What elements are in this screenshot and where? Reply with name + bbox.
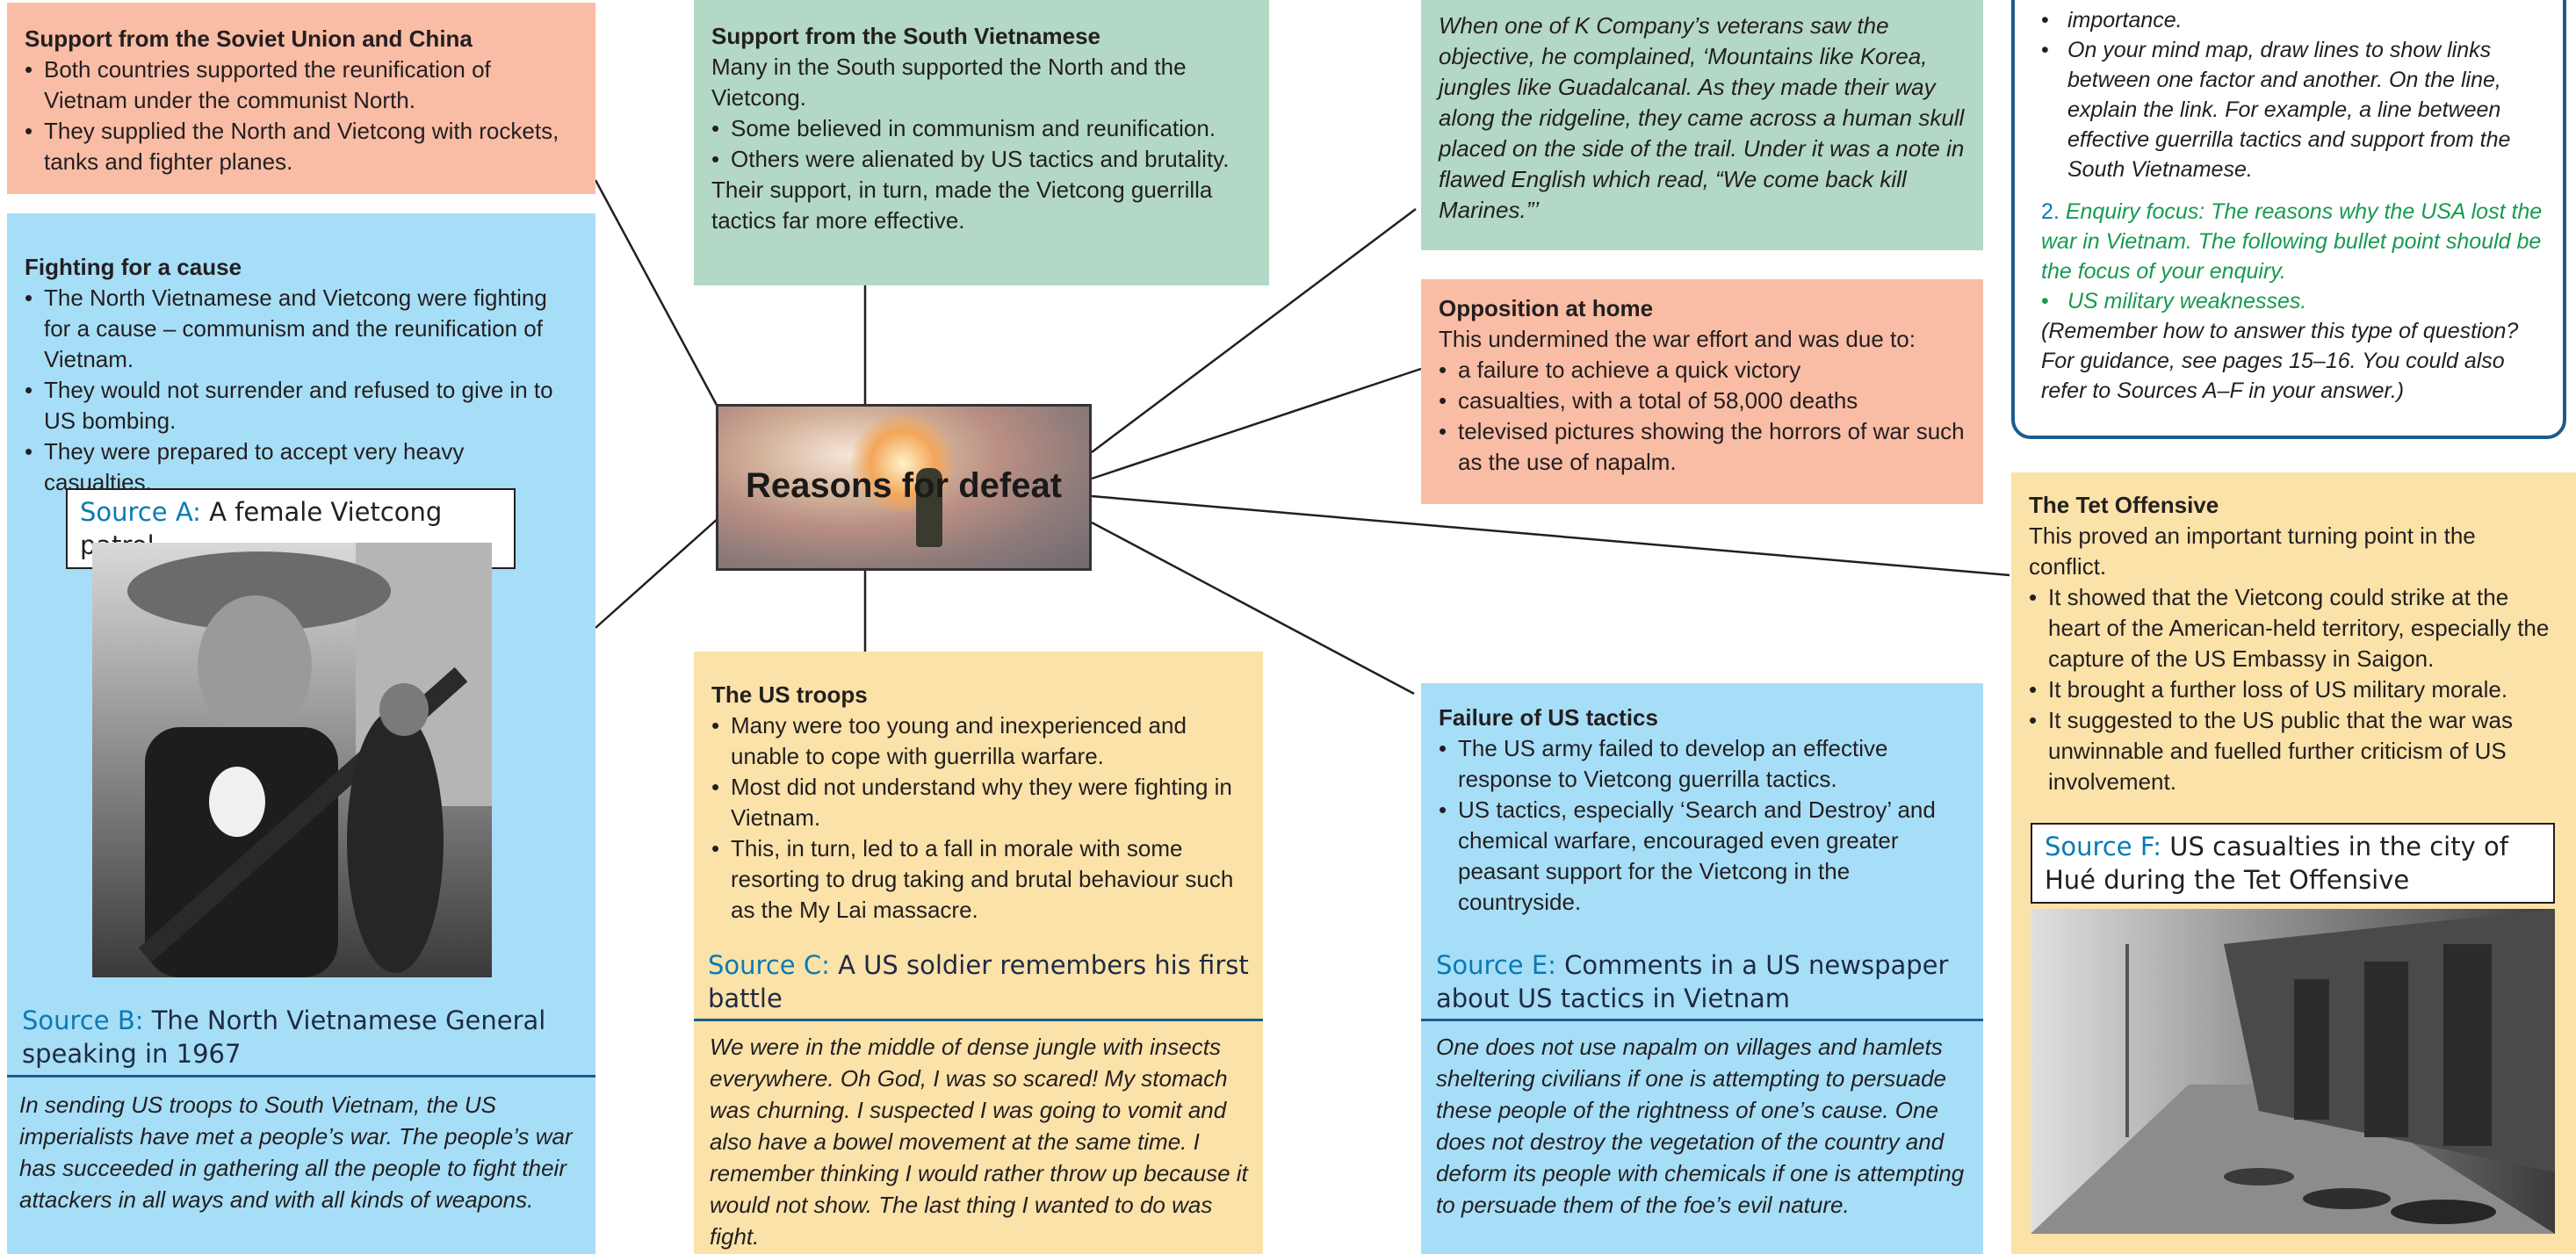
- soviet-support-box: Support from the Soviet Union and China …: [7, 3, 595, 194]
- source-c-label: Source C:: [708, 950, 830, 980]
- connector-opposition: [1091, 367, 1422, 480]
- task-number: 2.: [2041, 199, 2060, 224]
- failure-title: Failure of US tactics: [1439, 704, 1658, 731]
- south-item: Some believed in communism and reunifica…: [711, 113, 1252, 144]
- connector-failure: [1091, 521, 1415, 695]
- central-title: Reasons for defeat: [745, 466, 1063, 505]
- soviet-item: They supplied the North and Vietcong wit…: [25, 116, 578, 177]
- opposition-item: casualties, with a total of 58,000 death…: [1439, 386, 1966, 416]
- source-c-quote: We were in the middle of dense jungle wi…: [710, 1034, 1248, 1250]
- source-b-label: Source B:: [22, 1005, 144, 1035]
- south-outro: Their support, in turn, made the Vietcon…: [711, 177, 1213, 234]
- cause-item: The North Vietnamese and Vietcong were f…: [25, 283, 578, 375]
- us-troops-item: Most did not understand why they were fi…: [711, 772, 1245, 833]
- source-e-rule: [1421, 1019, 1983, 1021]
- cause-item: They were prepared to accept very heavy …: [25, 436, 578, 498]
- hue-street-image: [2031, 909, 2555, 1234]
- task-remember: (Remember how to answer this type of que…: [2041, 319, 2519, 403]
- activity-box: importance. On your mind map, draw lines…: [2011, 0, 2566, 439]
- source-f-caption: Source F: US casualties in the city of H…: [2031, 823, 2555, 904]
- tet-intro: This proved an important turning point i…: [2029, 522, 2476, 580]
- veteran-quote-text: When one of K Company’s veterans saw the…: [1439, 12, 1965, 223]
- source-f-text: US casualties in the city of Hué during …: [2045, 832, 2508, 895]
- south-intro: Many in the South supported the North an…: [711, 54, 1187, 111]
- source-e-text: Comments in a US newspaper about US tact…: [1436, 950, 1949, 1013]
- tet-title: The Tet Offensive: [2029, 492, 2219, 518]
- opposition-intro: This undermined the war effort and was d…: [1439, 326, 1916, 352]
- us-troops-box: The US troops Many were too young and in…: [694, 652, 1263, 1254]
- connector-cause: [595, 517, 719, 629]
- us-troops-title: The US troops: [711, 681, 868, 708]
- task-enquiry-text: Enquiry focus: The reasons why the USA l…: [2041, 199, 2543, 284]
- source-c-rule: [694, 1019, 1263, 1021]
- tet-item: It suggested to the US public that the w…: [2029, 705, 2555, 797]
- source-f-photo: [2031, 909, 2555, 1234]
- opposition-item: a failure to achieve a quick victory: [1439, 355, 1966, 386]
- cause-item: They would not surrender and refused to …: [25, 375, 578, 436]
- us-troops-item: Many were too young and inexperienced an…: [711, 710, 1245, 772]
- task-focus-bullet: US military weaknesses.: [2041, 286, 2547, 316]
- cause-title: Fighting for a cause: [25, 254, 242, 280]
- source-a-label: Source A:: [80, 497, 201, 527]
- tet-item: It showed that the Vietcong could strike…: [2029, 582, 2555, 674]
- source-b-quote: In sending US troops to South Vietnam, t…: [19, 1092, 573, 1213]
- soviet-item: Both countries supported the reunificati…: [25, 54, 578, 116]
- south-item: Others were alienated by US tactics and …: [711, 144, 1252, 175]
- task-fragment-text: importance.: [2067, 8, 2183, 32]
- source-a-photo: [92, 543, 492, 977]
- source-c-caption: Source C: A US soldier remembers his fir…: [708, 948, 1252, 1015]
- source-e-label: Source E:: [1436, 950, 1556, 980]
- task-bullet: On your mind map, draw lines to show lin…: [2041, 35, 2547, 184]
- south-title: Support from the South Vietnamese: [711, 23, 1101, 49]
- source-b-text: The North Vietnamese General speaking in…: [22, 1005, 546, 1069]
- task-fragment: importance.: [2041, 5, 2547, 35]
- soldier-image: [916, 468, 942, 547]
- veteran-quote-box: When one of K Company’s veterans saw the…: [1421, 0, 1983, 250]
- source-c-text: A US soldier remembers his first battle: [708, 950, 1249, 1013]
- source-b-rule: [7, 1075, 595, 1077]
- source-f-label: Source F:: [2045, 832, 2162, 861]
- failure-item: US tactics, especially ‘Search and Destr…: [1439, 795, 1966, 918]
- connector-veteran: [1091, 208, 1417, 453]
- failure-item: The US army failed to develop an effecti…: [1439, 733, 1966, 795]
- opposition-item: televised pictures showing the horrors o…: [1439, 416, 1966, 478]
- connector-soviet: [594, 179, 720, 409]
- task-enquiry: 2. Enquiry focus: The reasons why the US…: [2041, 197, 2547, 286]
- central-topic: Reasons for defeat: [716, 404, 1092, 571]
- opposition-title: Opposition at home: [1439, 295, 1654, 321]
- connector-tet: [1091, 494, 2010, 577]
- tet-item: It brought a further loss of US military…: [2029, 674, 2555, 705]
- soviet-title: Support from the Soviet Union and China: [25, 25, 473, 52]
- opposition-box: Opposition at home This undermined the w…: [1421, 279, 1983, 504]
- us-troops-item: This, in turn, led to a fall in morale w…: [711, 833, 1245, 926]
- source-e-quote: One does not use napalm on villages and …: [1436, 1034, 1965, 1218]
- vietcong-patrol-image: [92, 543, 492, 977]
- south-support-box: Support from the South Vietnamese Many i…: [694, 0, 1269, 285]
- failure-tactics-box: Failure of US tactics The US army failed…: [1421, 683, 1983, 1254]
- source-b-caption: Source B: The North Vietnamese General s…: [22, 1004, 566, 1070]
- source-e-caption: Source E: Comments in a US newspaper abo…: [1436, 948, 1963, 1015]
